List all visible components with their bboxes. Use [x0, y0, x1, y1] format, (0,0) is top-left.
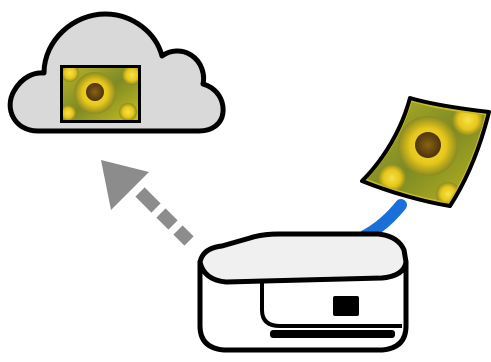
output-tray-slot: [270, 330, 395, 338]
upload-arrow-icon: [101, 160, 189, 241]
sunflower-photo-paper: [360, 95, 491, 210]
printer-scanner-icon: [200, 234, 406, 350]
display-screen: [333, 296, 359, 316]
sunflower-photo: [60, 64, 142, 123]
